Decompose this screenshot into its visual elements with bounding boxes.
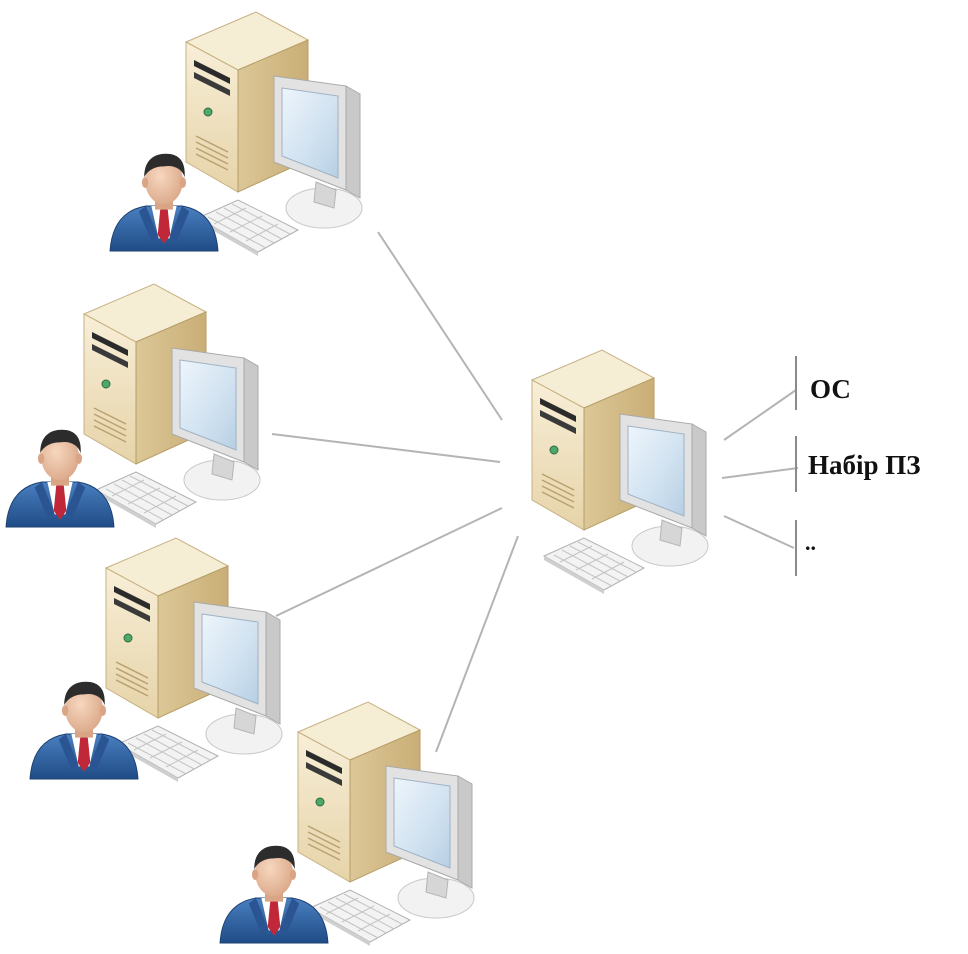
- server-computer-icon: [531, 349, 709, 595]
- connector-client-1: [377, 231, 503, 421]
- connector-software: [721, 467, 799, 479]
- client-3-computer-icon: [105, 537, 283, 783]
- client-1: [109, 11, 363, 257]
- server-item-os-label: ОС: [810, 374, 851, 404]
- connector-client-4: [435, 535, 519, 753]
- connector-os: [723, 389, 797, 441]
- connectors: [271, 231, 799, 753]
- connector-client-2: [271, 433, 501, 463]
- server-item-more-label: ..: [805, 530, 816, 555]
- connector-more: [723, 515, 795, 549]
- server: [531, 349, 709, 595]
- client-2-computer-icon: [83, 283, 261, 529]
- client-1-computer-icon: [185, 11, 363, 257]
- server-item-software-label: Набір ПЗ: [808, 450, 921, 480]
- client-3: [29, 537, 283, 783]
- client-4-computer-icon: [297, 701, 475, 947]
- client-2: [5, 283, 261, 529]
- connector-client-3: [275, 507, 503, 617]
- client-2-user-icon: [5, 429, 115, 528]
